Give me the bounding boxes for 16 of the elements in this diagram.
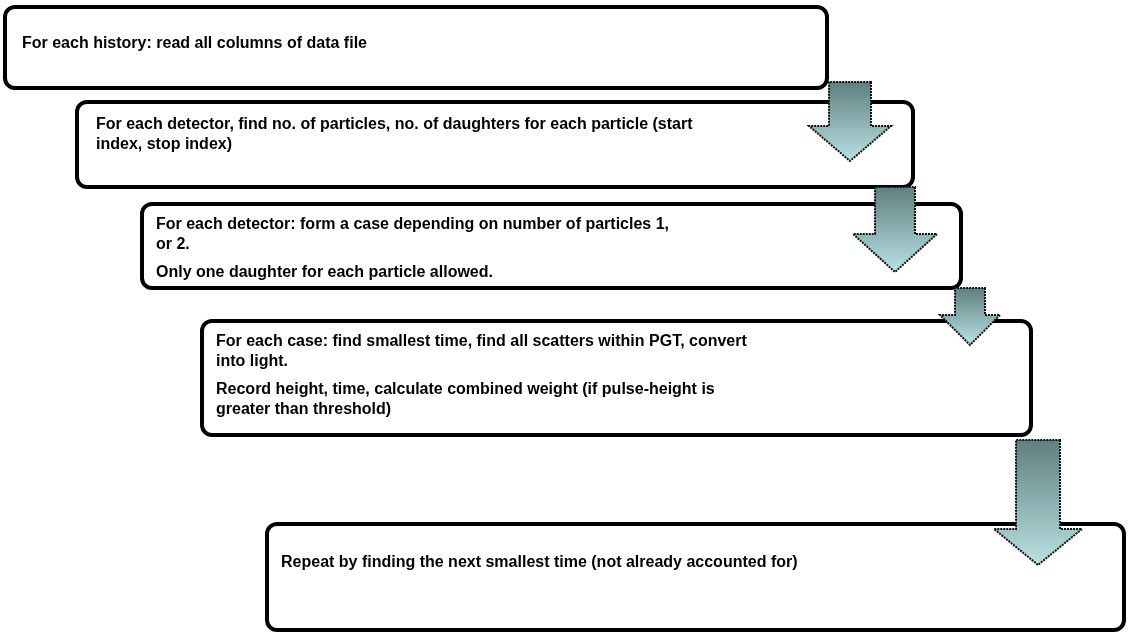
block-arrow — [937, 287, 1003, 347]
process-box — [75, 100, 915, 189]
step-text: Only one daughter for each particle allowed. — [156, 262, 494, 282]
step-text: For each case: find smallest time, find all scatters within PGT, convert into light. — [216, 331, 748, 371]
step-text: For each detector: form a case depending on number of particles 1, or 2. — [156, 214, 670, 254]
process-box — [200, 319, 1033, 437]
block-arrow — [850, 186, 940, 274]
process-box — [3, 5, 829, 90]
process-box — [140, 202, 963, 290]
step-text: For each history: read all columns of data file — [22, 33, 368, 53]
block-arrow — [991, 439, 1085, 567]
block-arrow — [806, 81, 894, 163]
step-text: Repeat by finding the next smallest time (not already accounted for) — [281, 552, 799, 572]
step-text: Record height, time, calculate combined weight (if pulse-height is greater than threshold) — [216, 379, 716, 419]
step-text: For each detector, find no. of particles, no. of daughters for each particle (start index, stop index) — [96, 114, 694, 154]
process-box — [265, 522, 1126, 632]
